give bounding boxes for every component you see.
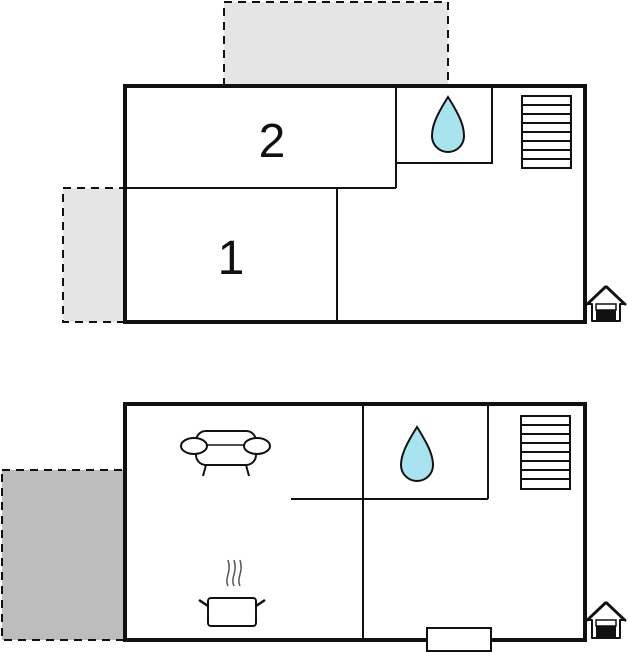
water-drop-icon	[399, 425, 435, 482]
room-number-2: 2	[259, 115, 286, 168]
lower-terrace-left	[1, 469, 126, 641]
upper-floor: 2 1	[62, 1, 627, 324]
cooking-pot-icon	[198, 559, 266, 627]
entrance-house-icon	[585, 601, 627, 639]
sofa-icon	[180, 430, 271, 477]
upper-terrace-top	[223, 1, 449, 87]
room-number-1: 1	[218, 232, 245, 285]
entrance-house-icon	[585, 285, 627, 322]
lower-floor	[1, 402, 627, 652]
upper-outer-walls	[123, 84, 587, 324]
stairs-icon	[520, 415, 571, 490]
wall-window	[426, 627, 492, 652]
water-drop-icon	[430, 95, 466, 153]
upper-bathroom-wall	[396, 86, 493, 164]
stairs-icon	[521, 95, 572, 169]
upper-terrace-left	[62, 187, 126, 323]
